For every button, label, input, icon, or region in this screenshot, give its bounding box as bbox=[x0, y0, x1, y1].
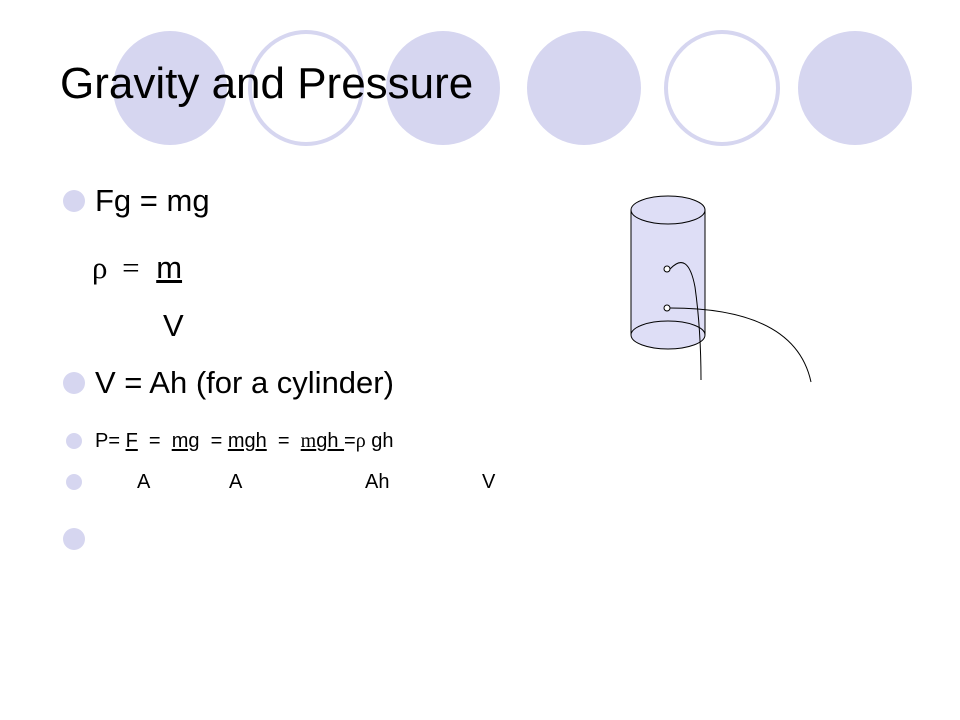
equals-2: = bbox=[199, 430, 228, 452]
cylinder-body bbox=[630, 209, 706, 350]
bullet-dot bbox=[63, 190, 85, 212]
frac-num-3: mgh bbox=[227, 430, 267, 452]
equals-sign: = bbox=[122, 250, 140, 285]
force-equation: Fg = mg bbox=[95, 183, 210, 218]
bullet-dot bbox=[63, 372, 85, 394]
frac-den-4: V bbox=[482, 471, 496, 493]
rho-symbol-2: ρ bbox=[355, 430, 366, 452]
deco-circle-1 bbox=[113, 31, 227, 145]
pressure-equation: P= F = mg = mgh = mgh =ρ gh bbox=[95, 431, 394, 451]
volume-equation: V = Ah (for a cylinder) bbox=[95, 365, 394, 400]
frac-num-2: mg bbox=[171, 430, 200, 452]
pressure-label: P= bbox=[95, 430, 126, 452]
slide-title: Gravity and Pressure bbox=[60, 59, 474, 108]
lower-leader-line bbox=[669, 307, 812, 383]
deco-circle-4 bbox=[527, 31, 641, 145]
density-numerator-row: ρ = m bbox=[92, 252, 182, 283]
bullet-dot bbox=[66, 474, 82, 490]
deco-circle-5 bbox=[664, 30, 780, 146]
deco-circle-3 bbox=[386, 31, 500, 145]
cylinder-bottom-front bbox=[630, 320, 706, 336]
bullet-dot bbox=[66, 433, 82, 449]
rho-symbol: ρ bbox=[92, 250, 108, 285]
bullet-dot bbox=[63, 528, 85, 550]
equals-4: = bbox=[344, 430, 356, 452]
upper-leader-line bbox=[669, 262, 702, 381]
rho-gh: gh bbox=[365, 430, 394, 452]
density-denominator: V bbox=[163, 308, 184, 343]
lower-point-marker bbox=[663, 304, 671, 312]
frac-den-1: A bbox=[137, 471, 151, 493]
deco-circle-2 bbox=[248, 30, 364, 146]
equals-3: = bbox=[266, 430, 301, 452]
decorative-circles bbox=[113, 30, 912, 146]
cylinder-diagram bbox=[630, 195, 812, 383]
upper-point-marker bbox=[663, 265, 671, 273]
frac-den-3: Ah bbox=[365, 471, 390, 493]
cylinder-top bbox=[630, 195, 706, 225]
frac-num-4-m: m bbox=[300, 430, 317, 452]
frac-num-4-gh: gh bbox=[316, 430, 345, 452]
frac-num-1: F bbox=[125, 430, 138, 452]
frac-den-2: A bbox=[229, 471, 243, 493]
deco-circle-6 bbox=[798, 31, 912, 145]
equals-1: = bbox=[137, 430, 172, 452]
density-numerator: m bbox=[156, 250, 183, 285]
